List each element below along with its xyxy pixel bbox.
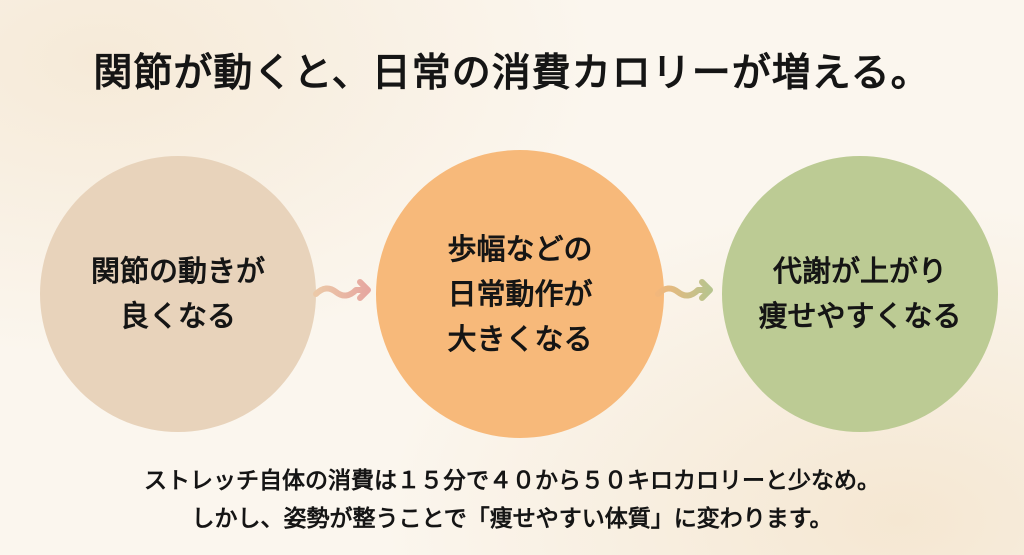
step-text: 大きくなる — [447, 321, 593, 356]
step-text: 代謝が上がり — [772, 254, 947, 288]
step-text: 日常動作が — [447, 276, 593, 311]
step-text: 痩せやすくなる — [758, 299, 962, 333]
step-text: 歩幅などの — [447, 231, 593, 266]
page-title: 関節が動くと、日常の消費カロリーが増える。 — [93, 51, 931, 96]
caption-line: ストレッチ自体の消費は１５分で４０から５０キロカロリーと少なめ。 — [144, 468, 880, 494]
caption: ストレッチ自体の消費は１５分で４０から５０キロカロリーと少なめ。 しかし、姿勢が… — [0, 462, 1024, 538]
caption-line: しかし、姿勢が整うことで「痩せやすい体質」に変わります。 — [191, 506, 833, 532]
step-text: 良くなる — [119, 299, 236, 333]
step-circle-daily-movement: 歩幅などの 日常動作が 大きくなる — [376, 150, 664, 438]
step-text: 関節の動きが — [90, 254, 265, 288]
step-circle-metabolism: 代謝が上がり 痩せやすくなる — [722, 156, 998, 432]
wavy-arrow-icon — [655, 279, 713, 301]
wavy-arrow-icon — [313, 279, 371, 301]
step-circle-joint-mobility: 関節の動きが 良くなる — [40, 156, 316, 432]
